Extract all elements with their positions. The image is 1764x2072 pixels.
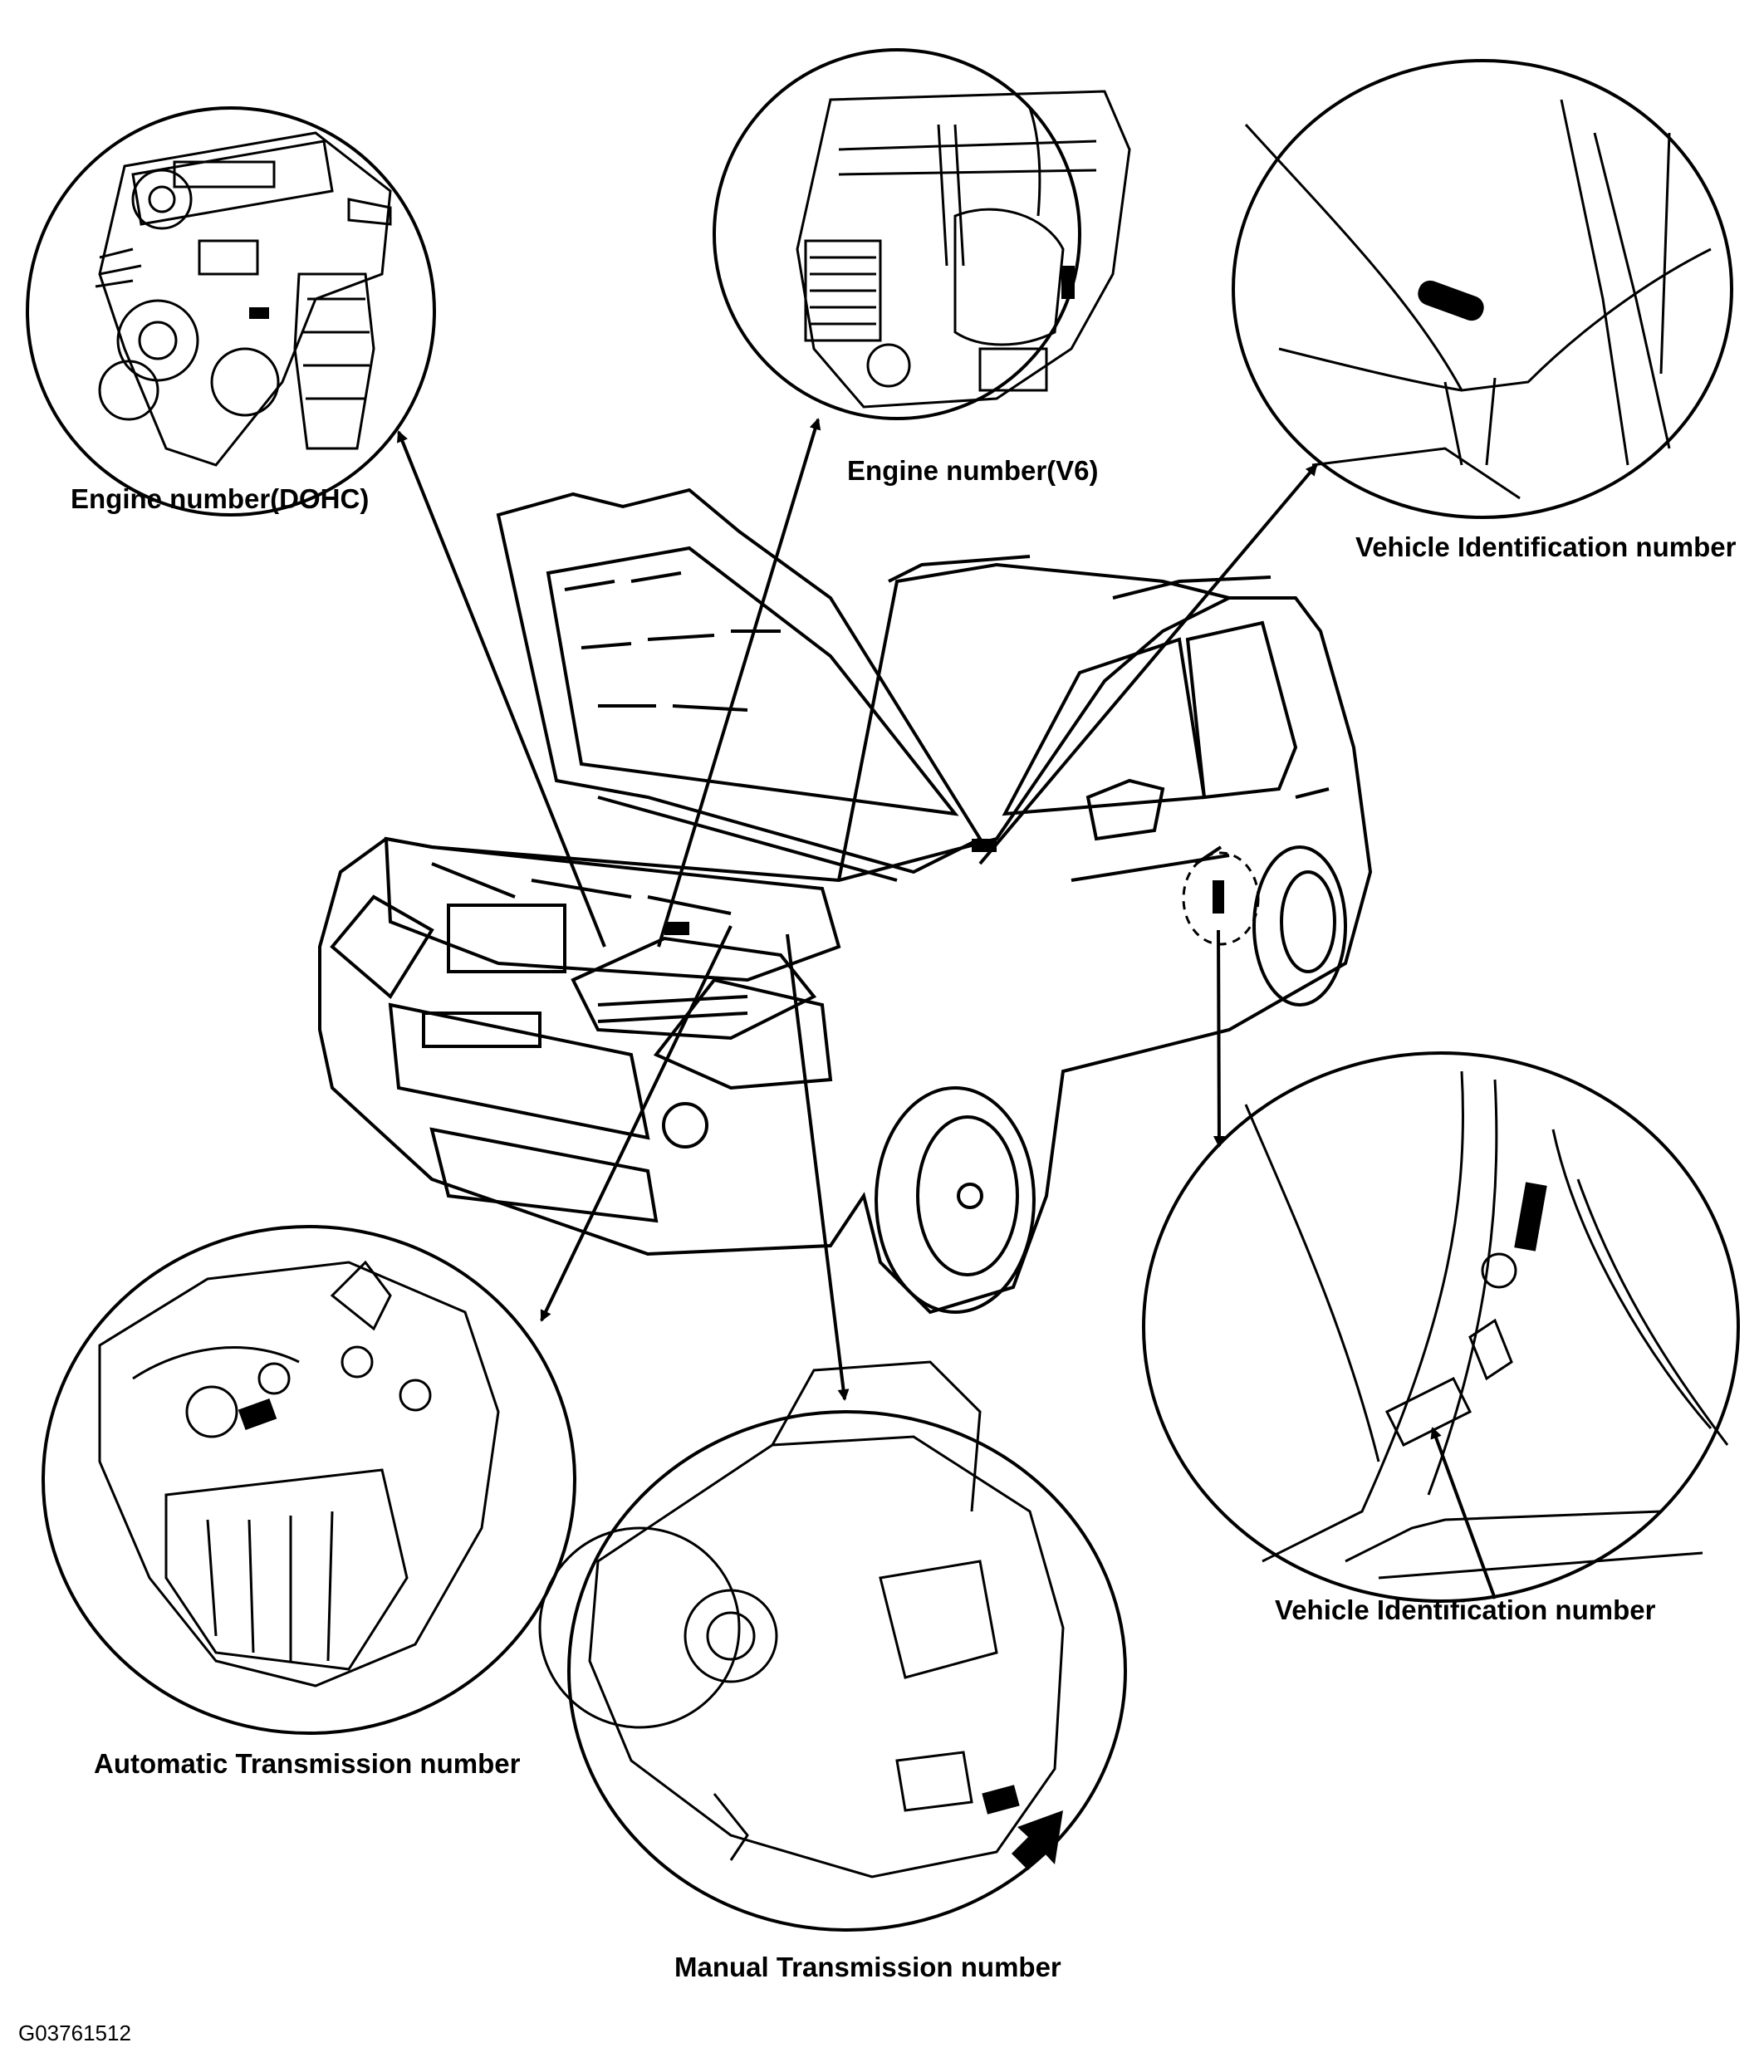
- figure-id: G03761512: [18, 2021, 131, 2045]
- label-manual-transmission-number: Manual Transmission number: [674, 1952, 1061, 1982]
- callout-circle-vin-bottom: [1142, 1051, 1740, 1603]
- leader-arrow-engine-dohc: [396, 430, 606, 948]
- pointer-arrow-icon: [1012, 1810, 1063, 1870]
- leader-arrow-engine-v6: [657, 418, 821, 948]
- callout-circle-engine-v6: [713, 48, 1081, 420]
- leader-arrow-vin-bottom: [1213, 929, 1225, 1148]
- engine-v6-illustration: [796, 90, 1131, 409]
- label-automatic-transmission-number: Automatic Transmission number: [94, 1748, 521, 1779]
- label-vin-top: Vehicle Identification number: [1355, 531, 1737, 562]
- label-engine-number-dohc: Engine number(DOHC): [71, 483, 370, 514]
- label-engine-number-v6: Engine number(V6): [847, 455, 1099, 486]
- auto-trans-illustration: [98, 1260, 500, 1687]
- callout-circle-vin-top: [1232, 59, 1733, 519]
- callout-circle-auto-trans: [42, 1225, 576, 1735]
- suv-illustration: [318, 487, 1373, 1315]
- vin-location-highlight: [1182, 851, 1260, 946]
- manual-trans-illustration: [538, 1360, 1065, 1879]
- leader-arrow-manual-trans: [786, 933, 850, 1401]
- leader-arrow-vin-top: [978, 463, 1318, 865]
- leader-arrow-vin-label: [1430, 1427, 1497, 1599]
- leader-arrow-auto-trans: [540, 925, 733, 1322]
- vin-top-illustration: [1244, 99, 1712, 500]
- callout-circle-engine-dohc: [26, 106, 436, 517]
- vin-bottom-illustration: [1244, 1070, 1729, 1580]
- label-vin-bottom: Vehicle Identification number: [1275, 1594, 1656, 1625]
- engine-dohc-illustration: [95, 131, 392, 467]
- callout-circle-manual-trans: [567, 1410, 1127, 1932]
